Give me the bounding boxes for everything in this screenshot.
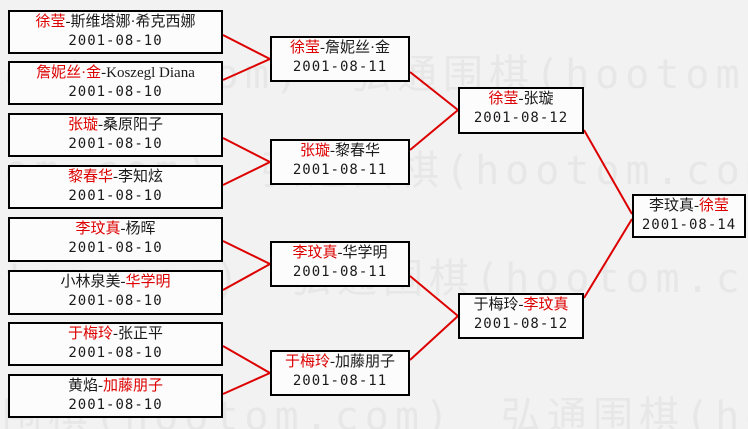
- match-players: 徐莹-詹妮丝·金: [272, 39, 408, 58]
- match-players: 张璇-黎春华: [272, 142, 408, 161]
- match-date: 2001-08-11: [292, 162, 388, 178]
- match-players: 于梅玲-加藤朋子: [272, 353, 408, 372]
- match-date: 2001-08-11: [292, 264, 388, 280]
- connector-line: [222, 345, 271, 374]
- player-name: -华学明: [337, 245, 388, 261]
- player-name: -杨晖: [120, 221, 156, 237]
- match-box-r2-2[interactable]: 张璇-黎春华 2001-08-11: [270, 139, 410, 185]
- match-players: 黎春华-李知炫: [10, 168, 221, 187]
- match-players: 于梅玲-李玟真: [460, 296, 582, 315]
- match-box-sf-1[interactable]: 徐莹-张璇 2001-08-12: [458, 87, 584, 134]
- match-date: 2001-08-10: [68, 33, 163, 49]
- match-box-r1-4[interactable]: 黎春华-李知炫 2001-08-10: [8, 165, 223, 209]
- match-players: 李玟真-徐莹: [634, 197, 744, 216]
- player-name: -詹妮丝·金: [320, 40, 390, 56]
- match-box-r1-2[interactable]: 詹妮丝·金-Koszegl Diana 2001-08-10: [8, 61, 223, 105]
- match-box-final[interactable]: 李玟真-徐莹 2001-08-14: [632, 194, 746, 238]
- player-name: -张璇: [518, 91, 554, 107]
- player-name: -黎春华: [330, 143, 380, 159]
- match-date: 2001-08-10: [68, 293, 163, 309]
- match-players: 黄焰-加藤朋子: [10, 377, 221, 396]
- winner-name: 张璇: [67, 117, 98, 133]
- match-box-r1-3[interactable]: 张璇-桑原阳子 2001-08-10: [8, 113, 223, 157]
- winner-name: 徐莹: [35, 14, 66, 30]
- match-box-r2-4[interactable]: 于梅玲-加藤朋子 2001-08-11: [270, 350, 410, 396]
- winner-name: 徐莹: [488, 91, 519, 107]
- match-date: 2001-08-12: [473, 316, 569, 332]
- winner-name: 李玟真: [292, 245, 338, 261]
- match-date: 2001-08-10: [68, 84, 163, 100]
- winner-name: 加藤朋子: [102, 378, 163, 394]
- match-players: 于梅玲-张正平: [10, 325, 221, 344]
- winner-name: 于梅玲: [284, 354, 330, 370]
- winner-name: 张璇: [299, 143, 330, 159]
- match-box-r1-5[interactable]: 李玟真-杨晖 2001-08-10: [8, 217, 223, 262]
- match-players: 小林泉美-华学明: [10, 273, 221, 292]
- player-name: -斯维塔娜·希克西娜: [65, 14, 196, 30]
- winner-name: 李玟真: [523, 297, 569, 313]
- match-box-r2-3[interactable]: 李玟真-华学明 2001-08-11: [270, 241, 410, 287]
- match-box-sf-2[interactable]: 于梅玲-李玟真 2001-08-12: [458, 293, 584, 339]
- match-players: 徐莹-张璇: [460, 90, 582, 109]
- match-players: 徐莹-斯维塔娜·希克西娜: [10, 13, 221, 32]
- player-name: -李知炫: [113, 169, 163, 185]
- match-players: 李玟真-华学明: [272, 244, 408, 263]
- match-date: 2001-08-12: [473, 110, 569, 126]
- match-date: 2001-08-10: [68, 240, 163, 256]
- match-date: 2001-08-10: [68, 136, 163, 152]
- winner-name: 华学明: [125, 274, 171, 290]
- match-date: 2001-08-10: [68, 188, 163, 204]
- player-name: -Koszegl Diana: [101, 65, 195, 81]
- player-name: 李玟真-: [648, 198, 699, 214]
- match-date: 2001-08-11: [292, 373, 388, 389]
- match-players: 张璇-桑原阳子: [10, 116, 221, 135]
- match-box-r1-1[interactable]: 徐莹-斯维塔娜·希克西娜 2001-08-10: [8, 10, 223, 54]
- player-name: 于梅玲-: [473, 297, 524, 313]
- player-name: -加藤朋子: [330, 354, 395, 370]
- match-players: 詹妮丝·金-Koszegl Diana: [10, 64, 221, 83]
- player-name: 小林泉美-: [60, 274, 126, 290]
- player-name: 黄焰-: [67, 378, 103, 394]
- winner-name: 李玟真: [75, 221, 121, 237]
- winner-name: 黎春华: [67, 169, 113, 185]
- match-date: 2001-08-14: [641, 217, 737, 233]
- winner-name: 徐莹: [289, 40, 320, 56]
- match-box-r1-7[interactable]: 于梅玲-张正平 2001-08-10: [8, 322, 223, 366]
- connector-line: [409, 315, 459, 361]
- match-date: 2001-08-10: [68, 345, 163, 361]
- winner-name: 詹妮丝·金: [36, 65, 102, 81]
- player-name: -张正平: [113, 326, 163, 342]
- match-date: 2001-08-10: [68, 397, 163, 413]
- winner-name: 徐莹: [698, 198, 729, 214]
- match-date: 2001-08-11: [292, 59, 388, 75]
- winner-name: 于梅玲: [67, 326, 113, 342]
- match-box-r2-1[interactable]: 徐莹-詹妮丝·金 2001-08-11: [270, 36, 410, 82]
- match-box-r1-8[interactable]: 黄焰-加藤朋子 2001-08-10: [8, 374, 223, 418]
- match-box-r1-6[interactable]: 小林泉美-华学明 2001-08-10: [8, 270, 223, 315]
- player-name: -桑原阳子: [98, 117, 163, 133]
- match-players: 李玟真-杨晖: [10, 220, 221, 239]
